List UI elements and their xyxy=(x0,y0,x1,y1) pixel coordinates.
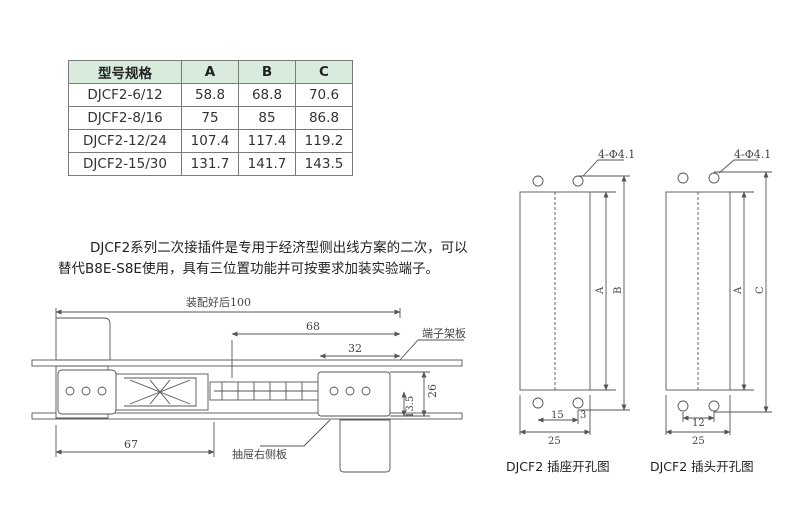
table-row: DJCF2-6/12 58.8 68.8 70.6 xyxy=(68,83,353,107)
plug-dim-12: 12 xyxy=(692,418,705,429)
socket-dim-b: B xyxy=(613,287,624,294)
plug-hole-1 xyxy=(329,386,339,396)
socket-cutout-outline xyxy=(519,191,591,391)
socket-dim-3: 3 xyxy=(580,410,586,421)
drawer-side-plate xyxy=(31,412,463,420)
table-row: DJCF2-15/30 131.7 141.7 143.5 xyxy=(68,152,353,176)
socket-dim-25: 25 xyxy=(548,436,561,447)
socket-hole-3 xyxy=(97,386,107,396)
plug-cutout-hole-bl xyxy=(677,400,689,412)
dim-32-label: 32 xyxy=(348,342,362,355)
spec-table: 型号规格 A B C DJCF2-6/12 58.8 68.8 70.6 DJC… xyxy=(68,60,353,176)
cell-model: DJCF2-6/12 xyxy=(68,83,182,107)
socket-dim-a: A xyxy=(595,286,606,295)
socket-cutout-hole-tl xyxy=(532,175,544,187)
dim-26-label: 26 xyxy=(426,384,439,398)
cell-model: DJCF2-12/24 xyxy=(68,129,182,153)
product-description: DJCF2系列二次接插件是专用于经济型侧出线方案的二次，可以 替代B8E-S8E… xyxy=(58,238,518,280)
plug-dim-a: A xyxy=(733,286,744,295)
plug-dim-25: 25 xyxy=(692,436,705,447)
cell-model: DJCF2-8/16 xyxy=(68,106,182,130)
table-row: DJCF2-8/16 75 85 86.8 xyxy=(68,106,353,130)
header-model: 型号规格 xyxy=(68,60,182,84)
plug-cutout-hole-tr xyxy=(708,172,720,184)
dim-total-label: 装配好后100 xyxy=(186,295,251,309)
socket-cutout-hole-bl xyxy=(532,397,544,409)
left-bracket xyxy=(55,317,111,361)
plug-cutout-hole-tl xyxy=(677,172,689,184)
terminal-panel-label: 端子架板 xyxy=(422,326,466,340)
cell-b: 141.7 xyxy=(238,152,296,176)
cell-model: DJCF2-15/30 xyxy=(68,152,182,176)
socket-housing xyxy=(57,369,117,415)
description-line-1: DJCF2系列二次接插件是专用于经济型侧出线方案的二次，可以 xyxy=(90,240,468,256)
cell-b: 85 xyxy=(238,106,296,130)
right-bracket xyxy=(339,419,391,473)
plug-hole-label: 4-Φ4.1 xyxy=(734,148,771,161)
cell-c: 143.5 xyxy=(295,152,353,176)
dim-68-label: 68 xyxy=(306,320,320,333)
description-line-2: 替代B8E-S8E使用，具有三位置功能并可按要求加装实验端子。 xyxy=(58,261,439,277)
socket-hole-2 xyxy=(81,386,91,396)
cell-c: 70.6 xyxy=(295,83,353,107)
socket-cutout-hole-br xyxy=(572,397,584,409)
socket-cutout-caption: DJCF2 插座开孔图 xyxy=(506,459,610,474)
cell-c: 86.8 xyxy=(295,106,353,130)
socket-hole-1 xyxy=(65,386,75,396)
socket-hole-label: 4-Φ4.1 xyxy=(598,148,635,161)
socket-cutout-hole-tr xyxy=(572,175,584,187)
plug-cutout-hole-br xyxy=(708,400,720,412)
cell-a: 107.4 xyxy=(181,129,239,153)
dim-13-5-label: 13.5 xyxy=(405,396,416,418)
terminal-panel-plate xyxy=(31,359,463,367)
cell-a: 131.7 xyxy=(181,152,239,176)
plug-hole-3 xyxy=(361,386,371,396)
socket-dim-15: 15 xyxy=(551,410,564,421)
drawer-side-label: 抽屉右侧板 xyxy=(232,447,287,461)
plug-dim-c: C xyxy=(755,286,766,294)
plug-hole-2 xyxy=(345,386,355,396)
plug-housing xyxy=(317,371,391,417)
plug-cutout-outline xyxy=(665,191,731,391)
dim-67-label: 67 xyxy=(124,438,138,451)
plug-cutout-caption: DJCF2 插头开孔图 xyxy=(650,459,754,474)
